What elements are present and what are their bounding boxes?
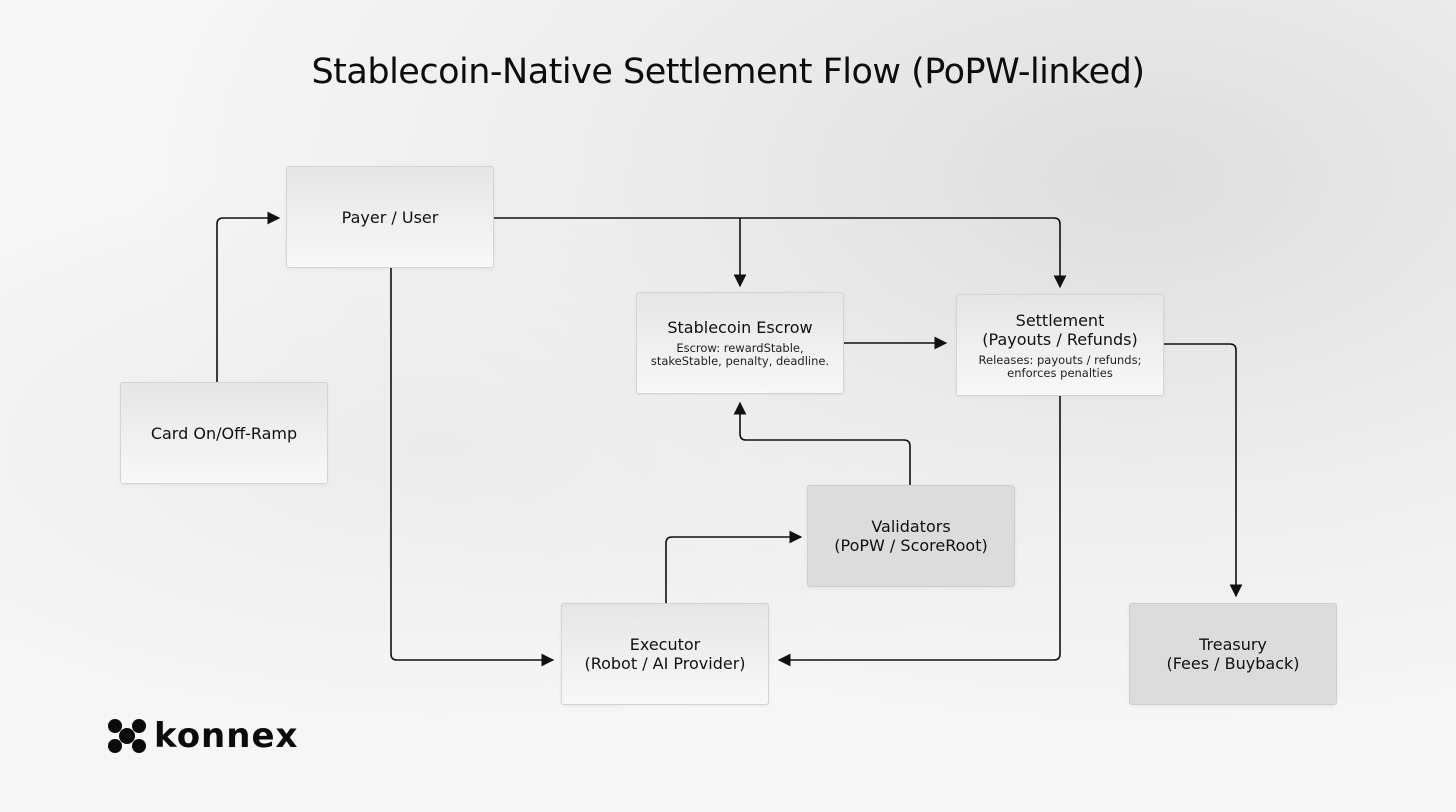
validators-title-line: Validators	[871, 517, 951, 536]
arrow-payer-to-escrow	[494, 217, 747, 288]
executor-title-line: Executor	[629, 635, 701, 654]
node-escrow-title: Stablecoin Escrow	[667, 318, 813, 337]
treasury-title-line: (Fees / Buyback)	[1166, 654, 1300, 673]
arrow-payer-to-settlement	[740, 217, 1067, 289]
diagram-title: Stablecoin-Native Settlement Flow (PoPW-…	[311, 52, 1145, 92]
arrow-settlement-to-executor	[777, 396, 1061, 667]
arrow-settlement-to-treasury	[1164, 343, 1243, 598]
node-validators-title: Validators (PoPW / ScoreRoot)	[834, 517, 987, 555]
node-settlement-note: Releases: payouts / refunds; enforces pe…	[978, 352, 1142, 380]
konnex-logo-mark-icon	[108, 719, 146, 753]
node-card-ramp: Card On/Off-Ramp	[120, 382, 328, 484]
node-payer-user: Payer / User	[286, 166, 494, 268]
node-stablecoin-escrow: Stablecoin Escrow Escrow: rewardStable, …	[636, 292, 844, 394]
escrow-note-line: Escrow: rewardStable,	[676, 341, 804, 355]
node-validators: Validators (PoPW / ScoreRoot)	[807, 485, 1015, 587]
executor-title-line: (Robot / AI Provider)	[584, 654, 746, 673]
treasury-title-line: Treasury	[1199, 635, 1267, 654]
validators-title-line: (PoPW / ScoreRoot)	[834, 536, 988, 555]
arrow-validators-to-escrow	[733, 401, 911, 485]
brand-logo: konnex	[106, 716, 298, 756]
arrow-ramp-to-payer	[216, 211, 281, 382]
node-settlement-title: Settlement (Payouts / Refunds)	[982, 311, 1137, 349]
settlement-note-line: enforces penalties	[1007, 365, 1113, 380]
arrow-executor-to-validators	[665, 530, 803, 603]
arrow-payer-to-executor	[390, 268, 555, 667]
settlement-title-line: Settlement	[1015, 310, 1105, 330]
settlement-title-line: (Payouts / Refunds)	[982, 329, 1138, 349]
node-executor-title: Executor (Robot / AI Provider)	[584, 635, 745, 673]
escrow-note-line: stakeStable, penalty, deadline.	[650, 354, 830, 368]
node-treasury-title: Treasury (Fees / Buyback)	[1166, 635, 1299, 673]
node-settlement: Settlement (Payouts / Refunds) Releases:…	[956, 294, 1164, 396]
node-escrow-note: Escrow: rewardStable, stakeStable, penal…	[651, 342, 829, 368]
node-executor: Executor (Robot / AI Provider)	[561, 603, 769, 705]
node-payer-title: Payer / User	[341, 207, 439, 227]
node-ramp-title: Card On/Off-Ramp	[150, 423, 298, 443]
brand-wordmark: konnex	[154, 716, 299, 756]
node-treasury: Treasury (Fees / Buyback)	[1129, 603, 1337, 705]
settlement-note-line: Releases: payouts / refunds;	[978, 352, 1142, 367]
